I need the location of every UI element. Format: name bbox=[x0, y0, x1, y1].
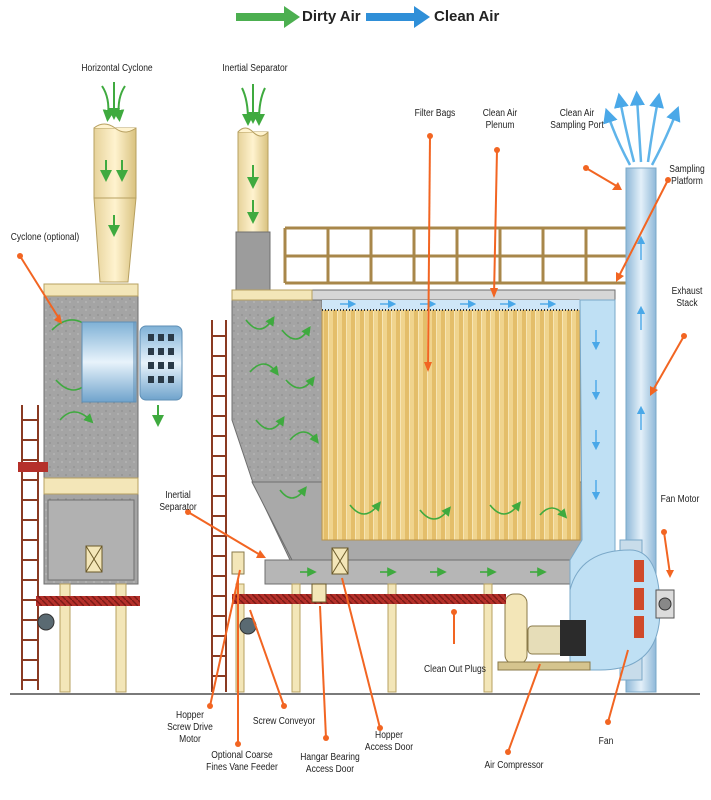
label-clean-air-plenum: Clean Air Plenum bbox=[482, 108, 518, 131]
leader-lines bbox=[19, 135, 685, 753]
baghouse-unit bbox=[211, 84, 681, 693]
clean-air-legend-label: Clean Air bbox=[434, 8, 500, 25]
cyclone-unit bbox=[18, 82, 183, 693]
clean-air-plenum bbox=[322, 300, 612, 310]
label-hopper-screw-drive-motor: Hopper Screw Drive Motor bbox=[167, 710, 213, 745]
fan-motor bbox=[655, 589, 675, 619]
label-screw-conveyor: Screw Conveyor bbox=[252, 716, 316, 727]
label-optional-coarse-fines-vane-feeder: Optional Coarse Fines Vane Feeder bbox=[206, 750, 278, 773]
cyclone-conveyor bbox=[36, 596, 140, 606]
cyclone-ladder bbox=[21, 405, 39, 690]
label-cyclone-optional: Cyclone (optional) bbox=[10, 232, 80, 243]
clean-air-legend-arrow bbox=[366, 6, 430, 28]
hangar-bearing-access-door bbox=[311, 583, 327, 603]
dirty-air-legend-label: Dirty Air bbox=[302, 8, 361, 25]
legend bbox=[236, 6, 430, 28]
label-exhaust-stack: Exhaust Stack bbox=[671, 286, 703, 309]
label-sampling-platform: Sampling Platform bbox=[669, 164, 705, 187]
fan-rotor bbox=[634, 560, 644, 638]
dirty-air-legend-arrow bbox=[236, 6, 300, 28]
screw-conveyor bbox=[232, 594, 506, 604]
label-hangar-bearing-access-door: Hangar Bearing Access Door bbox=[300, 752, 360, 775]
label-inertial-separator-side: Inertial Separator bbox=[159, 490, 197, 513]
cyclone-transition bbox=[93, 197, 137, 283]
filter-bags bbox=[321, 307, 581, 541]
label-filter-bags: Filter Bags bbox=[414, 108, 456, 119]
label-fan: Fan bbox=[598, 736, 614, 747]
label-horizontal-cyclone: Horizontal Cyclone bbox=[81, 63, 153, 74]
cyclone-inlet-duct bbox=[93, 127, 137, 199]
air-compressor bbox=[497, 593, 591, 671]
vane-feeder bbox=[231, 551, 245, 575]
label-clean-out-plugs: Clean Out Plugs bbox=[424, 664, 486, 675]
cyclone-outlet-cylinder bbox=[81, 321, 137, 403]
baghouse-ladder bbox=[211, 320, 227, 692]
label-hopper-access-door: Hopper Access Door bbox=[364, 730, 414, 753]
label-clean-air-sampling-port: Clean Air Sampling Port bbox=[550, 108, 604, 131]
sampling-platform-railing bbox=[283, 226, 650, 285]
label-fan-motor: Fan Motor bbox=[660, 494, 700, 505]
label-air-compressor: Air Compressor bbox=[484, 760, 544, 771]
label-inertial-separator-top: Inertial Separator bbox=[222, 63, 288, 74]
